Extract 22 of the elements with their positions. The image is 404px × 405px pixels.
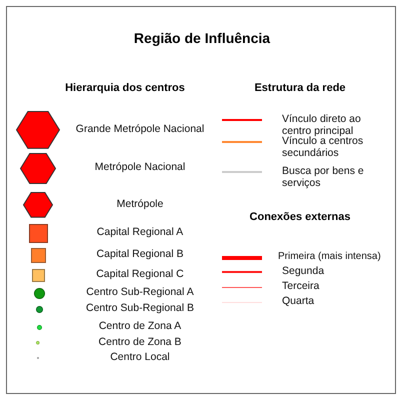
legend-text: Metrópole [116,198,164,210]
legend-text: Vínculo direto ao centro principal [282,113,362,137]
legend-text: Capital Regional A [96,226,184,238]
legend-text: Centro de Zona B [98,336,182,348]
legend-text: Quarta [282,295,316,307]
legend-text: Capital Regional B [96,248,184,260]
legend-text: Centro Local [109,351,171,363]
legend-text: Metrópole Nacional [94,161,186,173]
section-heading: Conexões externas [250,211,350,223]
legend-text: Grande Metrópole Nacional [74,123,206,135]
legend-text: Primeira (mais intensa) [278,251,382,263]
legend-text: Vínculo a centros secundários [282,135,364,159]
section-heading: Estrutura da rede [254,82,346,94]
legend-text: Terceira [282,280,320,292]
title: Região de Influência [134,30,270,46]
legend-text: Centro Sub-Regional A [85,286,195,298]
legend-text: Segunda [282,265,326,277]
legend-text: Centro de Zona A [98,320,182,332]
section-heading: Hierarquia dos centros [65,82,185,94]
legend-text: Centro Sub-Regional B [85,302,195,314]
legend-text: Capital Regional C [95,268,185,280]
legend-text: Busca por bens e serviços [282,165,365,189]
